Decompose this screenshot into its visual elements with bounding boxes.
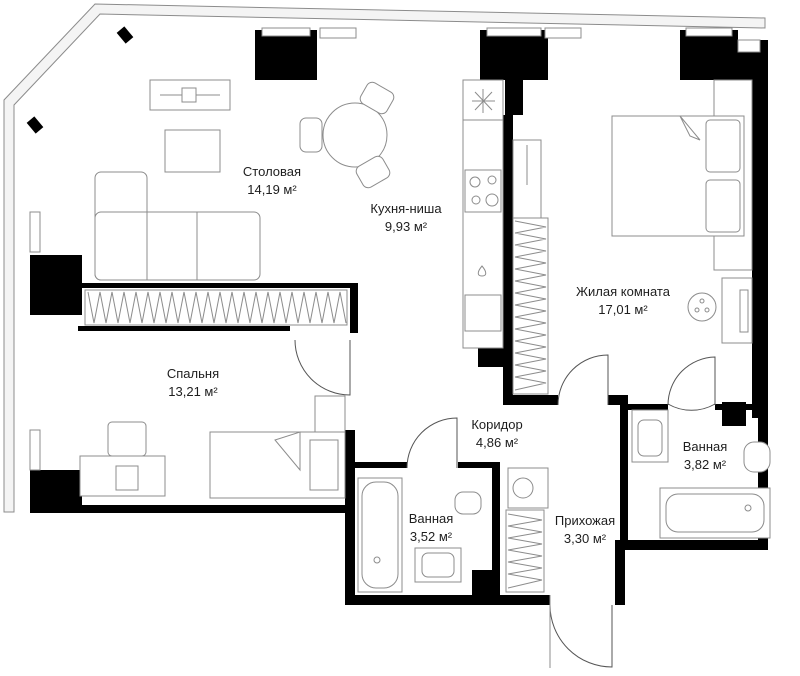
corridor-name: Коридор	[471, 417, 522, 432]
bath-center-fixtures	[357, 477, 482, 593]
corridor-area: 4,86 м²	[476, 435, 519, 450]
dining-area: 14,19 м²	[247, 182, 297, 197]
dining-name: Столовая	[243, 164, 301, 179]
bedroom-area: 13,21 м²	[168, 384, 218, 399]
bath-center-area: 3,52 м²	[410, 529, 453, 544]
hall-name: Прихожая	[555, 513, 615, 528]
living-area: 17,01 м²	[598, 302, 648, 317]
kitchen-counter	[462, 79, 542, 349]
bath-center-name: Ванная	[409, 511, 454, 526]
bedroom-name: Спальня	[167, 366, 219, 381]
living-name: Жилая комната	[576, 284, 671, 299]
hall-furniture	[505, 467, 549, 593]
bath-right-area: 3,82 м²	[684, 457, 727, 472]
wardrobe-kitchen	[512, 217, 549, 395]
kitchen-name: Кухня-ниша	[370, 201, 442, 216]
walls	[30, 30, 768, 605]
bedroom-furniture	[79, 395, 346, 499]
dining-table	[322, 102, 388, 168]
hall-area: 3,30 м²	[564, 531, 607, 546]
dining-furniture	[94, 79, 395, 281]
window-frame	[3, 3, 766, 513]
bath-right-name: Ванная	[683, 439, 728, 454]
windows	[26, 26, 761, 471]
bath-right-fixtures	[631, 409, 771, 539]
wardrobe-dining	[84, 289, 348, 326]
room-labels: Столовая 14,19 м² Кухня-ниша 9,93 м² Жил…	[167, 164, 727, 546]
living-furniture	[611, 79, 753, 344]
kitchen-area: 9,93 м²	[385, 219, 428, 234]
